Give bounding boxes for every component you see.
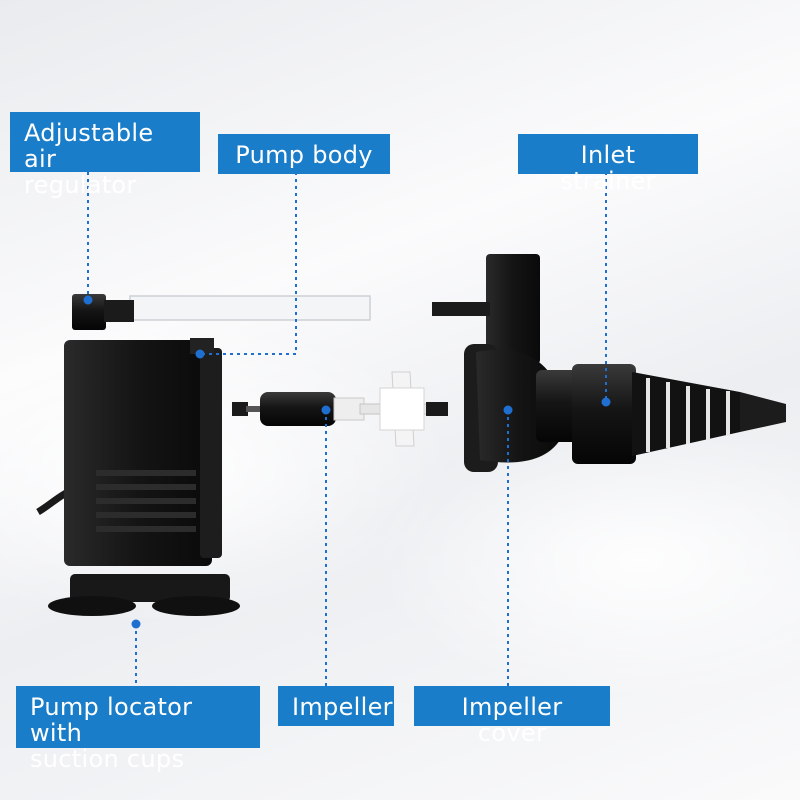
label-pump-body: Pump body: [218, 134, 390, 174]
air-regulator-part: [72, 294, 371, 330]
label-impeller: Impeller: [278, 686, 394, 726]
air-regulator-knob: [72, 294, 106, 330]
impeller-part: [232, 371, 448, 447]
leader-pump-body: [200, 172, 297, 355]
label-impeller-cover: Impeller cover: [414, 686, 610, 746]
label-air-regulator: Adjustable air regulator: [10, 112, 200, 198]
leader-dots: [83, 295, 611, 629]
air-regulator-nozzle: [104, 300, 134, 322]
impeller-cover-part: [432, 254, 592, 472]
pump-locator-part: [48, 574, 240, 616]
pump-body-part: [64, 338, 222, 566]
air-tube: [129, 295, 371, 321]
label-inlet-strainer: Inlet strainer: [518, 134, 698, 194]
leader-lines: [87, 172, 607, 686]
inlet-strainer-part: [572, 364, 786, 464]
label-pump-locator: Pump locator with suction cups: [16, 686, 260, 772]
